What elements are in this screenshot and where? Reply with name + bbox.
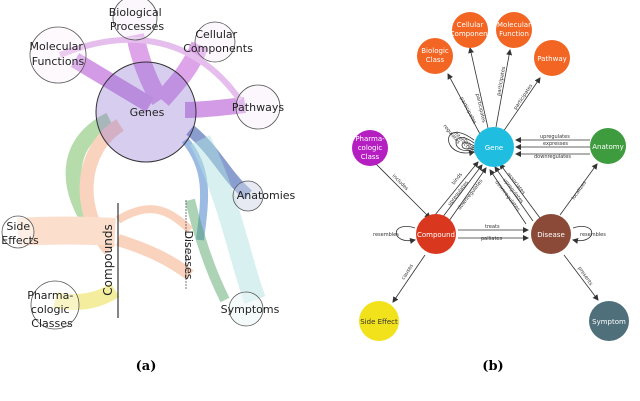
label-presents: presents (576, 266, 594, 287)
node-pharm-label: Pharma- cologic Classes (27, 289, 77, 330)
edge-gene-cell (468, 47, 489, 129)
label-participates-2: participates (496, 66, 507, 97)
edge-gene-path (502, 77, 541, 133)
node-anat-circle (232, 180, 264, 212)
right-panel: participates participates participates p… (352, 12, 629, 374)
edge-comp-side (392, 254, 426, 303)
svg-text:Compound: Compound (417, 231, 455, 239)
node-path-circle (235, 84, 281, 130)
svg-text:Anatomy: Anatomy (592, 143, 624, 151)
label-expresses: expresses (543, 141, 568, 147)
label-upregulates-ag: upregulates (540, 134, 570, 140)
edge-gene-self-3 (461, 142, 475, 150)
left-panel: Biological Processes Cellular Components… (1, 0, 296, 374)
node-dis-label: Diseases (182, 231, 195, 280)
svg-text:Pathway: Pathway (537, 55, 567, 63)
node-symptom: Symptom (589, 301, 629, 341)
edge-comp-gene-3 (448, 167, 487, 222)
edge-comp-gene-2 (441, 164, 483, 219)
edge-gene-self-2 (455, 137, 475, 151)
edge-dis-symp (563, 254, 599, 301)
caption-a: (a) (136, 359, 157, 374)
node-compound: Compound (416, 214, 456, 254)
node-bio-circle (112, 0, 158, 41)
node-anatomy: Anatomy (590, 128, 626, 164)
edge-dis-gene-3 (489, 169, 527, 225)
node-cell-circle (194, 21, 236, 63)
node-disease: Disease (531, 214, 571, 254)
node-bio-label: Biological Processes (109, 6, 166, 33)
svg-text:Disease: Disease (537, 231, 565, 239)
edge-dis-gene-1 (499, 163, 541, 219)
caption-b: (b) (482, 359, 503, 374)
edge-labels: participates participates participates p… (373, 66, 606, 287)
node-side-circle (1, 215, 35, 249)
label-downregulates-ag: downregulates (534, 154, 571, 160)
node-anat-label: Anatomies (237, 189, 296, 202)
label-localizes: localizes (571, 180, 588, 201)
node-side-label: Side Effects (1, 220, 39, 247)
svg-text:Side Effect: Side Effect (360, 318, 398, 326)
label-includes: includes (391, 173, 410, 192)
edge-pharm-comp (371, 159, 431, 219)
node-gene: Gene (474, 127, 514, 167)
node-pharm-circle (30, 280, 80, 330)
label-causes: causes (401, 263, 415, 281)
label-resembles-d: resembles (580, 232, 606, 238)
node-pathway: Pathway (534, 40, 570, 76)
label-participates-3: participates (458, 96, 477, 125)
node-path-label: Pathways (232, 101, 284, 114)
node-genes-circle (95, 61, 197, 163)
node-cell-label: Cellular Components (183, 28, 253, 55)
edge-comp-gene-1 (434, 161, 479, 216)
edge-dis-self (572, 226, 592, 244)
node-genes-label: Genes (130, 106, 165, 119)
node-side-effect: Side Effect (359, 301, 399, 341)
label-resembles-c: resembles (373, 232, 399, 238)
edge-dis-gene-2 (494, 166, 534, 222)
node-comp-label: Compounds (101, 224, 115, 295)
edge-gene-self-1 (448, 132, 475, 157)
node-symp-label: Symptoms (221, 303, 280, 316)
svg-text:Gene: Gene (485, 144, 503, 152)
node-mol-label: Molecular Functions (30, 40, 87, 68)
svg-text:Symptom: Symptom (592, 318, 626, 326)
edge-dis-anat (559, 163, 598, 216)
label-participates-4: participates (513, 83, 535, 111)
edge-gene-bio (447, 73, 481, 135)
node-mol-circle (29, 26, 87, 84)
edge-comp-self (396, 226, 416, 244)
node-symp-circle (228, 291, 264, 327)
label-palliates: palliates (481, 236, 503, 242)
label-treats: treats (485, 224, 500, 230)
edge-gene-mol (495, 49, 513, 128)
